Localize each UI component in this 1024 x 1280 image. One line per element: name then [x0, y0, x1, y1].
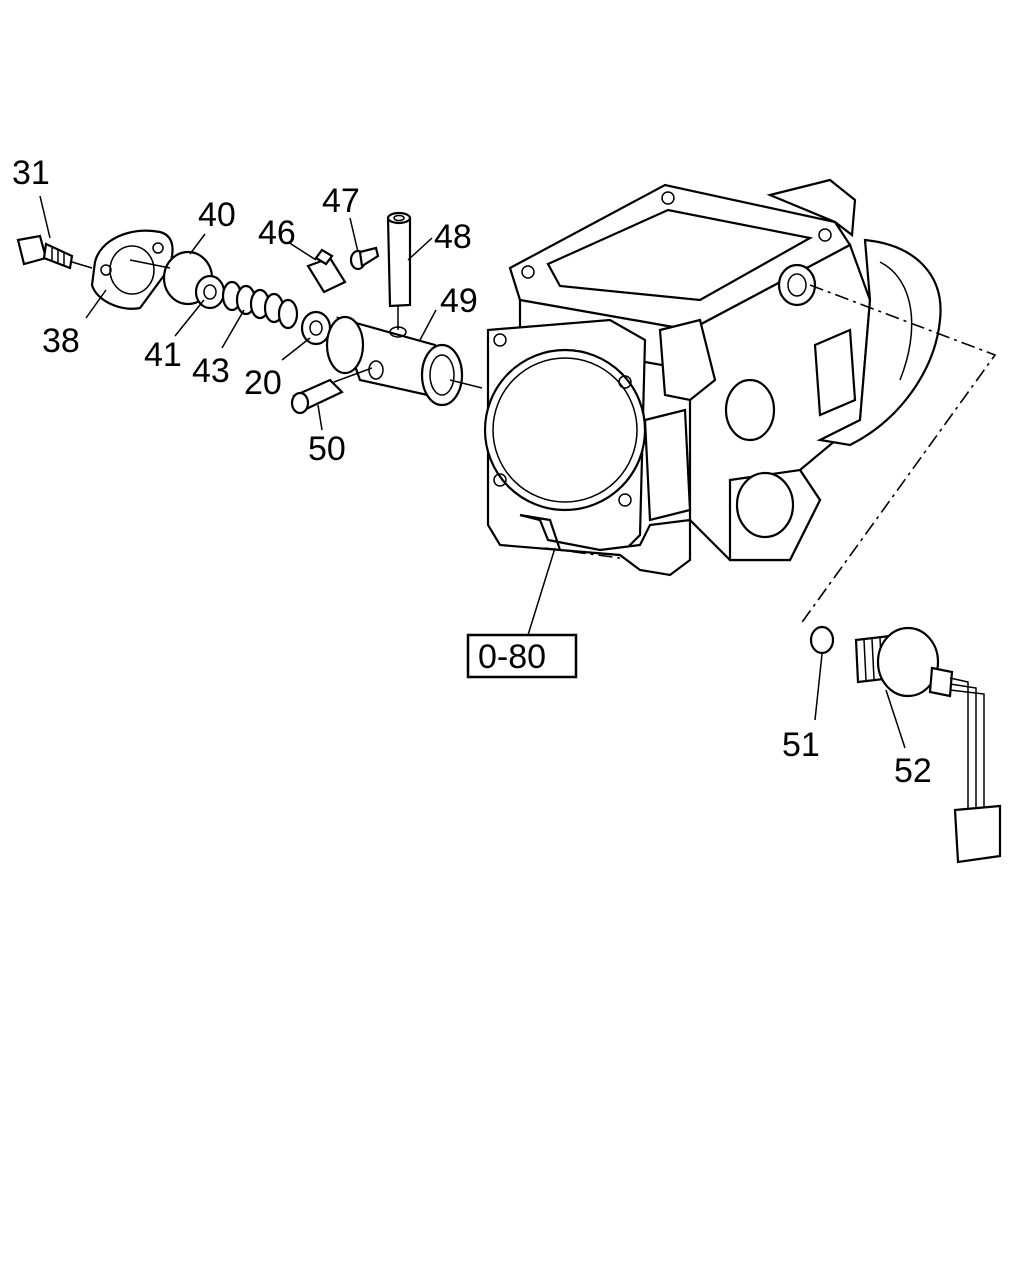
part-49-valve-housing	[325, 315, 464, 407]
callout-52: 52	[894, 752, 932, 790]
part-52-sensor	[854, 626, 1002, 864]
assembly-axis-lines	[71, 259, 997, 626]
reference-box-label: 0-80	[478, 638, 546, 676]
callout-48: 48	[434, 218, 472, 256]
callout-51: 51	[782, 726, 820, 764]
throttle-body-housing	[483, 178, 942, 577]
callout-50: 50	[308, 430, 346, 468]
callout-46: 46	[258, 214, 296, 252]
callout-43: 43	[192, 352, 230, 390]
part-41-washer	[194, 274, 226, 310]
part-43-spring	[221, 280, 299, 330]
part-46-clip	[306, 248, 347, 294]
callout-47: 47	[322, 182, 360, 220]
callout-49: 49	[440, 282, 478, 320]
part-38-flange	[90, 229, 174, 310]
callout-labels: 31 38 40 41 43 20 46 47 48 49 50 51 52	[12, 154, 932, 790]
part-51-o-ring	[809, 625, 835, 655]
part-47-screw	[349, 246, 380, 271]
callout-38: 38	[42, 322, 80, 360]
callout-40: 40	[198, 196, 236, 234]
reference-box: 0-80	[466, 633, 578, 679]
leader-lines	[39, 195, 906, 749]
callout-20: 20	[244, 364, 282, 402]
part-50-pin	[290, 378, 344, 415]
part-48-shaft	[386, 211, 412, 308]
part-20-washer	[300, 310, 332, 346]
callout-31: 31	[12, 154, 50, 192]
callout-41: 41	[144, 336, 182, 374]
part-31-bolt	[16, 234, 74, 270]
